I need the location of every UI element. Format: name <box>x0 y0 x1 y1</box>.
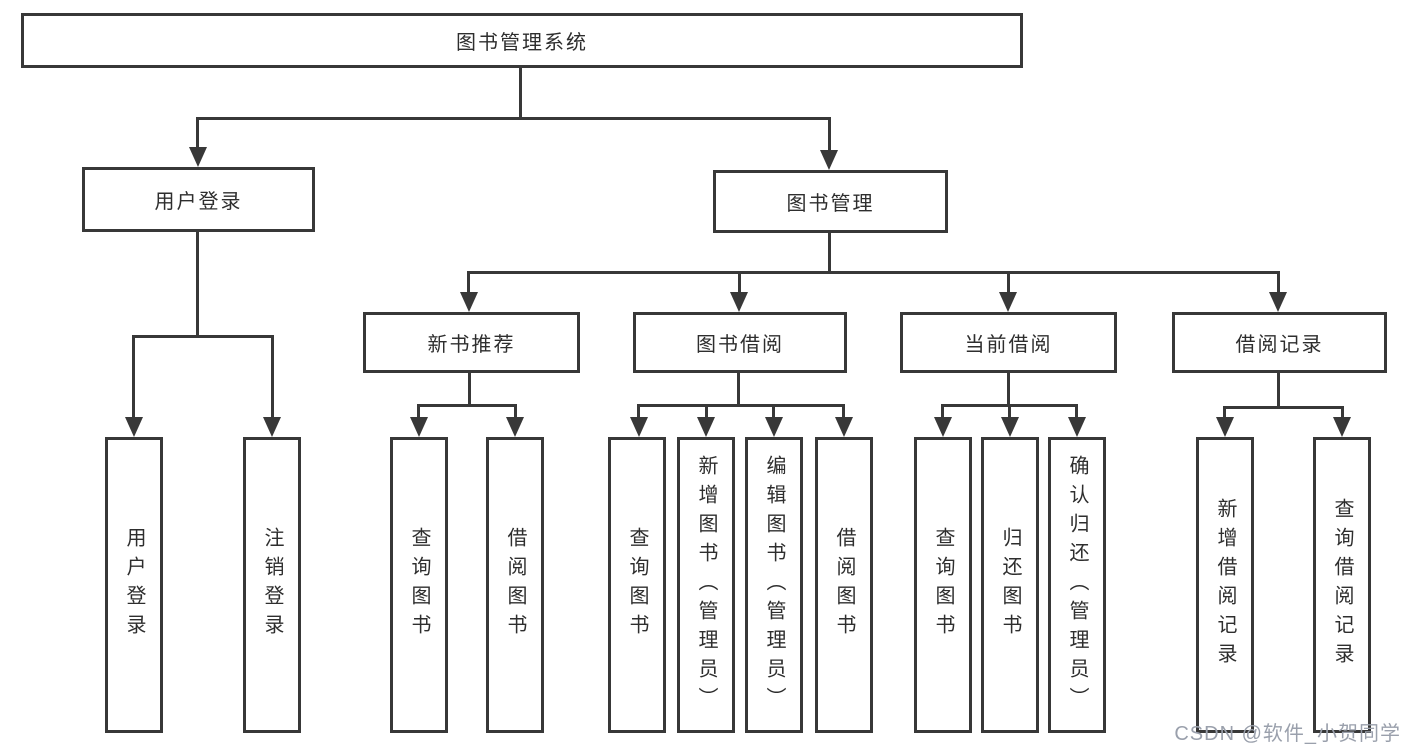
node-label: 当前借阅 <box>964 334 1053 356</box>
connector-line <box>1075 404 1078 417</box>
leaf-confirm-return-admin: 确认归还（管理员） <box>1048 437 1106 733</box>
node-label: 借阅记录 <box>1235 334 1324 356</box>
node-label: 图书管理 <box>786 193 875 215</box>
arrow-down-icon <box>125 417 143 437</box>
arrow-down-icon <box>1068 417 1086 437</box>
connector-line <box>1007 373 1010 406</box>
leaf-query-books-borrowing: 查询图书 <box>608 437 666 733</box>
connector-line <box>637 404 845 407</box>
connector-line <box>196 117 199 150</box>
leaf-query-borrow-record: 查询借阅记录 <box>1313 437 1371 733</box>
connector-line <box>132 335 274 338</box>
leaf-logout: 注销登录 <box>243 437 301 733</box>
connector-line <box>271 335 274 417</box>
arrow-down-icon <box>765 417 783 437</box>
connector-line <box>828 233 831 273</box>
arrow-down-icon <box>697 417 715 437</box>
leaf-label: 用户登录 <box>123 527 145 643</box>
arrow-down-icon <box>630 417 648 437</box>
leaf-label: 查询借阅记录 <box>1331 498 1353 672</box>
arrow-down-icon <box>1001 417 1019 437</box>
connector-line <box>417 404 517 407</box>
leaf-edit-book-admin: 编辑图书（管理员） <box>745 437 803 733</box>
leaf-label: 借阅图书 <box>833 527 855 643</box>
connector-line <box>514 404 517 417</box>
connector-line <box>1341 406 1344 417</box>
leaf-query-books-recommend: 查询图书 <box>390 437 448 733</box>
connector-line <box>1008 404 1011 417</box>
connector-line <box>1007 271 1010 293</box>
connector-line <box>941 404 944 417</box>
node-library-management-system: 图书管理系统 <box>21 13 1023 68</box>
connector-line <box>519 68 522 120</box>
connector-line <box>737 373 740 406</box>
leaf-label: 确认归还（管理员） <box>1066 454 1088 716</box>
arrow-down-icon <box>263 417 281 437</box>
arrow-down-icon <box>1216 417 1234 437</box>
leaf-label: 新增图书（管理员） <box>695 454 717 716</box>
arrow-down-icon <box>1269 292 1287 312</box>
arrow-down-icon <box>189 147 207 167</box>
connector-line <box>417 404 420 417</box>
arrow-down-icon <box>1333 417 1351 437</box>
connector-line <box>842 404 845 417</box>
connector-line <box>467 271 1280 274</box>
leaf-label: 查询图书 <box>626 527 648 643</box>
connector-line <box>467 271 470 293</box>
node-book-borrowing: 图书借阅 <box>633 312 847 373</box>
connector-line <box>1277 373 1280 408</box>
leaf-add-borrow-record: 新增借阅记录 <box>1196 437 1254 733</box>
node-label: 图书管理系统 <box>456 32 588 54</box>
leaf-label: 新增借阅记录 <box>1214 498 1236 672</box>
connector-line <box>196 232 199 338</box>
leaf-label: 查询图书 <box>932 527 954 643</box>
connector-line <box>196 117 831 120</box>
node-label: 新书推荐 <box>427 334 516 356</box>
leaf-borrow-books-recommend: 借阅图书 <box>486 437 544 733</box>
arrow-down-icon <box>820 150 838 170</box>
arrow-down-icon <box>934 417 952 437</box>
connector-line <box>738 271 741 293</box>
leaf-user-login: 用户登录 <box>105 437 163 733</box>
connector-line <box>1277 271 1280 293</box>
leaf-label: 查询图书 <box>408 527 430 643</box>
arrow-down-icon <box>835 417 853 437</box>
node-label: 用户登录 <box>154 191 243 213</box>
connector-line <box>637 404 640 417</box>
arrow-down-icon <box>460 292 478 312</box>
connector-line <box>1223 406 1226 417</box>
leaf-return-books: 归还图书 <box>981 437 1039 733</box>
connector-line <box>772 404 775 417</box>
arrow-down-icon <box>999 292 1017 312</box>
csdn-watermark: CSDN @软件_小贺同学 <box>1174 723 1401 745</box>
arrow-down-icon <box>506 417 524 437</box>
connector-line <box>828 117 831 150</box>
arrow-down-icon <box>410 417 428 437</box>
connector-line <box>1223 406 1343 409</box>
node-user-login: 用户登录 <box>82 167 315 232</box>
leaf-borrow-books: 借阅图书 <box>815 437 873 733</box>
node-current-borrowing: 当前借阅 <box>900 312 1117 373</box>
node-label: 图书借阅 <box>696 334 784 356</box>
leaf-query-books-current: 查询图书 <box>914 437 972 733</box>
leaf-label: 归还图书 <box>999 527 1021 643</box>
connector-line <box>468 373 471 406</box>
leaf-label: 编辑图书（管理员） <box>763 454 785 716</box>
leaf-label: 注销登录 <box>261 527 283 643</box>
leaf-label: 借阅图书 <box>504 527 526 643</box>
leaf-add-book-admin: 新增图书（管理员） <box>677 437 735 733</box>
node-book-management: 图书管理 <box>713 170 948 233</box>
node-new-book-recommend: 新书推荐 <box>363 312 580 373</box>
arrow-down-icon <box>730 292 748 312</box>
connector-line <box>705 404 708 417</box>
connector-line <box>132 335 135 417</box>
node-borrowing-records: 借阅记录 <box>1172 312 1387 373</box>
